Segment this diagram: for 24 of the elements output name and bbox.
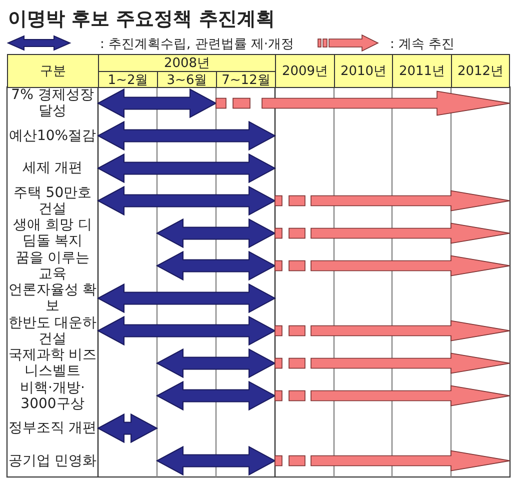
header-cell: 1~2월 [98, 71, 158, 88]
title: 이명박 후보 주요정책 추진계획 [8, 7, 275, 32]
row-label: 주택 50만호 건설 [12, 184, 93, 217]
row-label: 한반도 대운하 건설 [7, 314, 98, 347]
header-cell: 2011년 [392, 54, 452, 88]
row-label: 예산10%절감 [8, 126, 98, 146]
header-cell: 2012년 [451, 54, 510, 88]
row-label: 정부조직 개편 [7, 419, 98, 438]
header-cell: 2010년 [334, 54, 393, 88]
row-label: 세제 개편 [21, 159, 84, 178]
header-cell: 7~12월 [216, 71, 276, 88]
legend-text: : 추진계획수립, 관련법률 제·개정 [100, 36, 294, 53]
header-cell: 구분 [7, 54, 99, 88]
row-label: 국제과학 비즈니스벨트 [7, 347, 98, 380]
row-label: 생애 희망 디딤돌 복지 [12, 217, 93, 250]
header-cell: 3~6월 [157, 71, 217, 88]
row-label: 비핵·개방· 3000구상 [19, 380, 86, 412]
row-label: 언론자율성 확보 [7, 282, 98, 314]
header-cell: 2009년 [275, 54, 335, 88]
legend-text: : 계속 추진 [390, 36, 455, 53]
row-label: 7% 경제성장 달성 [10, 87, 95, 120]
row-label: 공기업 민영화 [7, 452, 98, 471]
row-label: 꿈을 이루는 교육 [14, 250, 91, 282]
header-cell: 2008년 [98, 54, 276, 72]
